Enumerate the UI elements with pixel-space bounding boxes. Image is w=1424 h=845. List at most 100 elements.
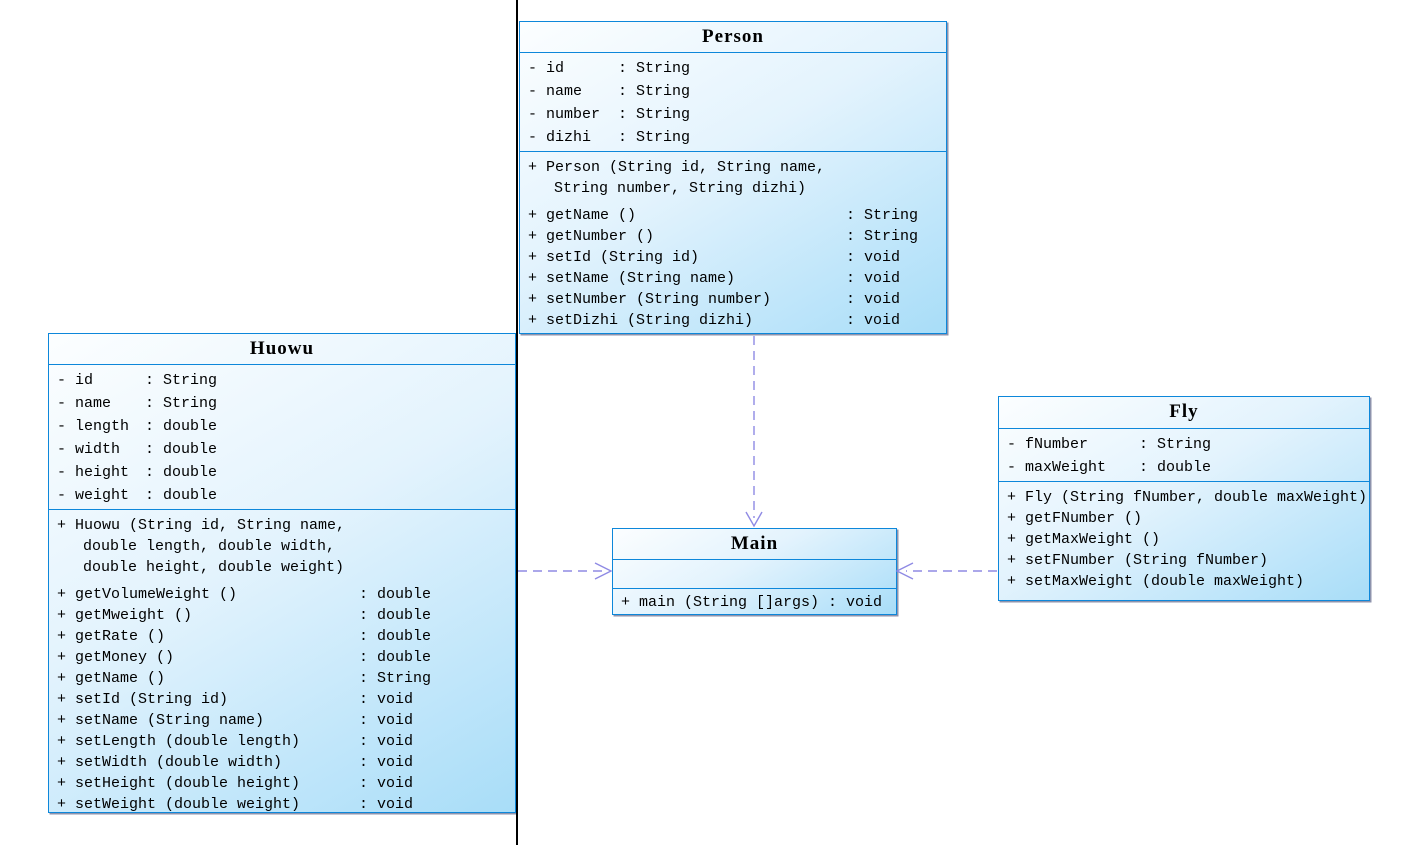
- attribute-row: -dizhi : String: [528, 126, 942, 149]
- method-row: + setWidth (double width) : void: [57, 752, 511, 773]
- visibility-marker: +: [528, 270, 538, 287]
- attributes-compartment-main: [613, 559, 896, 588]
- attribute-row: -maxWeight: double: [1007, 456, 1365, 479]
- attribute-type: : String: [618, 129, 691, 146]
- method-row: + getFNumber (): [1007, 508, 1365, 529]
- dependency-arrow-fly-to-main[interactable]: [895, 562, 997, 580]
- visibility-marker: +: [57, 712, 67, 729]
- attribute-type: : double: [1139, 459, 1212, 476]
- method-signature: getMoney (): [75, 649, 175, 666]
- attribute-name: width: [75, 441, 121, 458]
- method-signature: setHeight (double height): [75, 775, 301, 792]
- method-return-type: : void: [846, 312, 901, 329]
- method-signature: getFNumber (): [1025, 510, 1143, 527]
- attributes-compartment-person: -id: String-name: String-number: String-…: [520, 52, 946, 151]
- attribute-row: -height: double: [57, 461, 511, 484]
- method-return-type: : double: [359, 628, 432, 645]
- attribute-type: : double: [145, 464, 218, 481]
- method-signature-continued: double length, double width,: [83, 538, 336, 555]
- class-box-fly[interactable]: Fly -fNumber: String-maxWeight: double +…: [998, 396, 1370, 601]
- method-row: +getMweight (): double: [57, 605, 511, 626]
- method-return-type: : double: [359, 649, 432, 666]
- method-row: +main (String []args) : void: [621, 592, 892, 613]
- visibility-marker: +: [528, 207, 538, 224]
- method-return-type: : void: [359, 796, 414, 812]
- method-row: +setId (String id): void: [57, 689, 511, 710]
- method-signature: getMaxWeight (): [1025, 531, 1161, 548]
- method-signature: setName (String name): [546, 270, 736, 287]
- method-signature: setWidth (double width): [75, 754, 283, 771]
- class-box-huowu[interactable]: Huowu -id: String-name: String-length: d…: [48, 333, 516, 813]
- class-box-main[interactable]: Main +main (String []args) : void: [612, 528, 897, 615]
- method-row: +setHeight (double height): void: [57, 773, 511, 794]
- attribute-name: id: [75, 372, 94, 389]
- methods-compartment-fly: +Fly (String fNumber, double maxWeight)+…: [999, 481, 1369, 600]
- visibility-marker: -: [1007, 459, 1017, 476]
- visibility-marker: +: [1007, 510, 1017, 527]
- attribute-name: weight: [75, 487, 130, 504]
- visibility-marker: +: [57, 796, 67, 812]
- class-title-main: Main: [730, 533, 779, 554]
- method-return-type: : void: [846, 291, 901, 308]
- method-signature: setName (String name): [75, 712, 265, 729]
- method-row: +setId (String id): void: [528, 247, 942, 268]
- page-boundary-line: [516, 0, 518, 845]
- attribute-type: : String: [618, 60, 691, 77]
- attribute-row: -name: String: [528, 80, 942, 103]
- attribute-row: -id: String: [57, 369, 511, 392]
- method-return-type: : double: [359, 586, 432, 603]
- attribute-type: : String: [1139, 436, 1212, 453]
- method-signature: setNumber (String number): [546, 291, 772, 308]
- dependency-arrow-person-to-main[interactable]: [745, 336, 763, 528]
- attribute-row: -name: String: [57, 392, 511, 415]
- visibility-marker: -: [528, 129, 538, 146]
- attribute-type: : String: [145, 395, 218, 412]
- method-row: + setMaxWeight (double maxWeight): [1007, 571, 1365, 592]
- visibility-marker: +: [57, 607, 67, 624]
- methods-compartment-person: +Person (String id, String name,String n…: [520, 151, 946, 333]
- class-title-huowu: Huowu: [249, 338, 315, 359]
- visibility-marker: -: [57, 418, 67, 435]
- method-signature: main (String []args) : void: [639, 594, 883, 611]
- method-row: + getMaxWeight (): [1007, 529, 1365, 550]
- visibility-marker: -: [57, 372, 67, 389]
- visibility-marker: -: [528, 60, 538, 77]
- method-signature: getRate (): [75, 628, 166, 645]
- visibility-marker: +: [528, 312, 538, 329]
- method-row: +setDizhi (String dizhi): void: [528, 310, 942, 331]
- visibility-marker: +: [1007, 531, 1017, 548]
- attribute-row: -number: String: [528, 103, 942, 126]
- method-signature: setId (String id): [75, 691, 229, 708]
- visibility-marker: +: [57, 649, 67, 666]
- visibility-marker: +: [528, 249, 538, 266]
- visibility-marker: +: [57, 754, 67, 771]
- method-signature: setMaxWeight (double maxWeight): [1025, 573, 1305, 590]
- attributes-compartment-huowu: -id: String-name: String-length: double-…: [49, 364, 515, 509]
- attribute-name: dizhi: [546, 129, 592, 146]
- attribute-row: -width: double: [57, 438, 511, 461]
- attribute-row: -weight: double: [57, 484, 511, 507]
- attribute-name: number: [546, 106, 601, 123]
- method-return-type: : void: [846, 249, 901, 266]
- attribute-row: -id : String: [528, 57, 942, 80]
- method-row: +getName (): String: [57, 668, 511, 689]
- visibility-marker: +: [1007, 573, 1017, 590]
- method-signature-continued: String number, String dizhi): [554, 180, 807, 197]
- class-box-person[interactable]: Person -id: String-name: String-number: …: [519, 21, 947, 334]
- method-signature: setWeight (double weight): [75, 796, 301, 812]
- methods-compartment-main: +main (String []args) : void: [613, 588, 896, 614]
- visibility-marker: +: [57, 775, 67, 792]
- method-return-type: : void: [359, 754, 414, 771]
- method-row: +getNumber (): String: [528, 226, 942, 247]
- attribute-row: -length: double: [57, 415, 511, 438]
- method-row: +setName (String name): void: [57, 710, 511, 731]
- visibility-marker: +: [57, 691, 67, 708]
- attribute-type: : String: [618, 106, 691, 123]
- attribute-name: fNumber: [1025, 436, 1089, 453]
- attribute-name: id: [546, 60, 565, 77]
- dependency-arrow-huowu-to-main[interactable]: [518, 562, 613, 580]
- attribute-type: : double: [145, 418, 218, 435]
- visibility-marker: -: [57, 441, 67, 458]
- method-row: +setName (String name): void: [528, 268, 942, 289]
